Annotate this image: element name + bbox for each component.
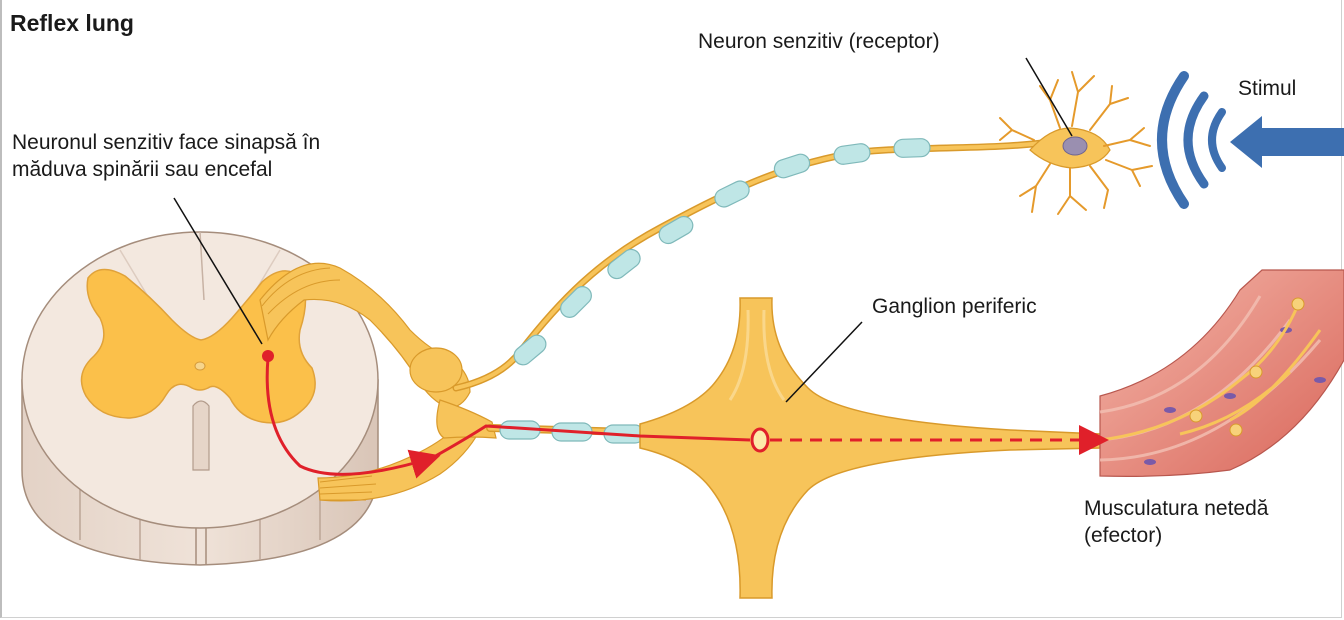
stimulus-label: Stimul: [1238, 77, 1297, 100]
synapse-point: [262, 350, 274, 362]
diagram-title: Reflex lung: [10, 10, 134, 36]
myelin-sheaths-sensory: [513, 138, 931, 366]
effector-label-line2: (efector): [1084, 523, 1163, 547]
synapse-label-line1: Neuronul senzitiv face sinapsă în: [12, 131, 321, 154]
dorsal-rootlets: [261, 267, 341, 315]
synapse-label-line2: măduva spinării sau encefal: [12, 157, 273, 181]
synapse-label: Neuronul senzitiv face sinapsă în măduva…: [12, 130, 320, 184]
reflex-signal-path: [262, 350, 1109, 479]
peripheral-ganglion: [639, 297, 1101, 599]
stimulus-waves-icon: [1157, 71, 1226, 209]
leader-synapse: [173, 197, 263, 345]
effector-label-line1: Musculatura netedă: [1084, 497, 1269, 520]
leader-lines: [173, 57, 1073, 403]
central-canal: [194, 361, 206, 371]
ganglion-neuron-body: [750, 427, 770, 453]
gray-matter: [80, 268, 316, 424]
ganglion-label: Ganglion periferic: [872, 295, 1037, 318]
ventral-rootlets: [319, 475, 377, 501]
effector-label: Musculatura netedă (efector): [1084, 496, 1268, 550]
smooth-muscle: [1099, 269, 1344, 477]
leader-receptor: [1025, 57, 1073, 137]
stimulus-arrow-icon: [1230, 116, 1344, 168]
leader-ganglion: [785, 321, 863, 403]
receptor-label: Neuron senzitiv (receptor): [698, 30, 940, 53]
